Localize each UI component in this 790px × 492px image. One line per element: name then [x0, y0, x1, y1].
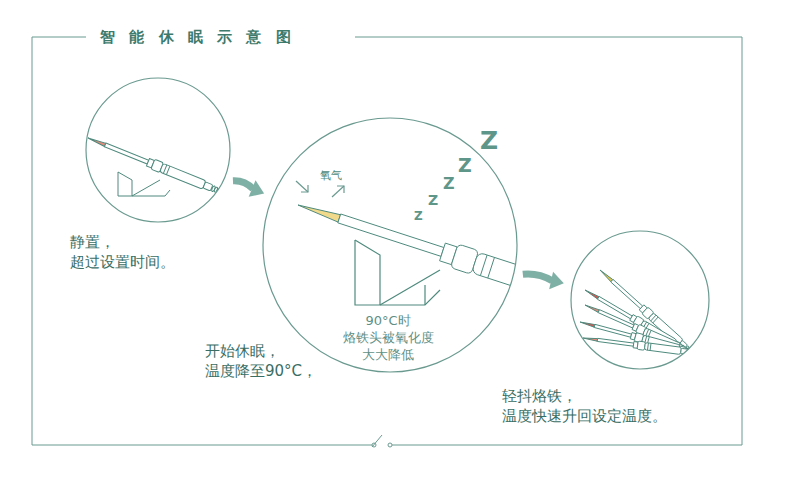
flow-arrow [233, 180, 264, 197]
iron-resting [86, 133, 222, 196]
step-circle: 静置， 超过设置时间。 [85, 77, 231, 223]
gas-label: 氧气 [320, 170, 342, 181]
iron-sleeping [294, 181, 619, 320]
step-circle: 开始休眠， 温度降至90°C，90°C时 烙铁头被氧化度 大大降低 [262, 117, 518, 373]
step-caption: 轻抖烙铁， 温度快速升回设定温度。 [502, 386, 649, 427]
step-caption: 静置， 超过设置时间。 [70, 232, 184, 273]
sleep-letter: Z [480, 128, 498, 153]
step-circle: 轻抖烙铁， 温度快速升回设定温度。 [570, 230, 710, 370]
circle-outline [570, 230, 710, 370]
iron-shaking [579, 267, 695, 357]
step-caption: 开始休眠， 温度降至90°C， [205, 341, 319, 382]
frame [32, 37, 742, 447]
sleep-letter: Z [414, 210, 423, 222]
circle-outline [85, 77, 231, 223]
sleep-letter: Z [428, 193, 438, 207]
sleep-letter: Z [458, 156, 472, 175]
flow-arrow [523, 272, 564, 290]
diagram-title: 智能休眠示意图 [86, 28, 311, 47]
note-text: 90°C时 烙铁头被氧化度 大大降低 [338, 313, 438, 364]
sleep-letter: Z [443, 176, 455, 192]
